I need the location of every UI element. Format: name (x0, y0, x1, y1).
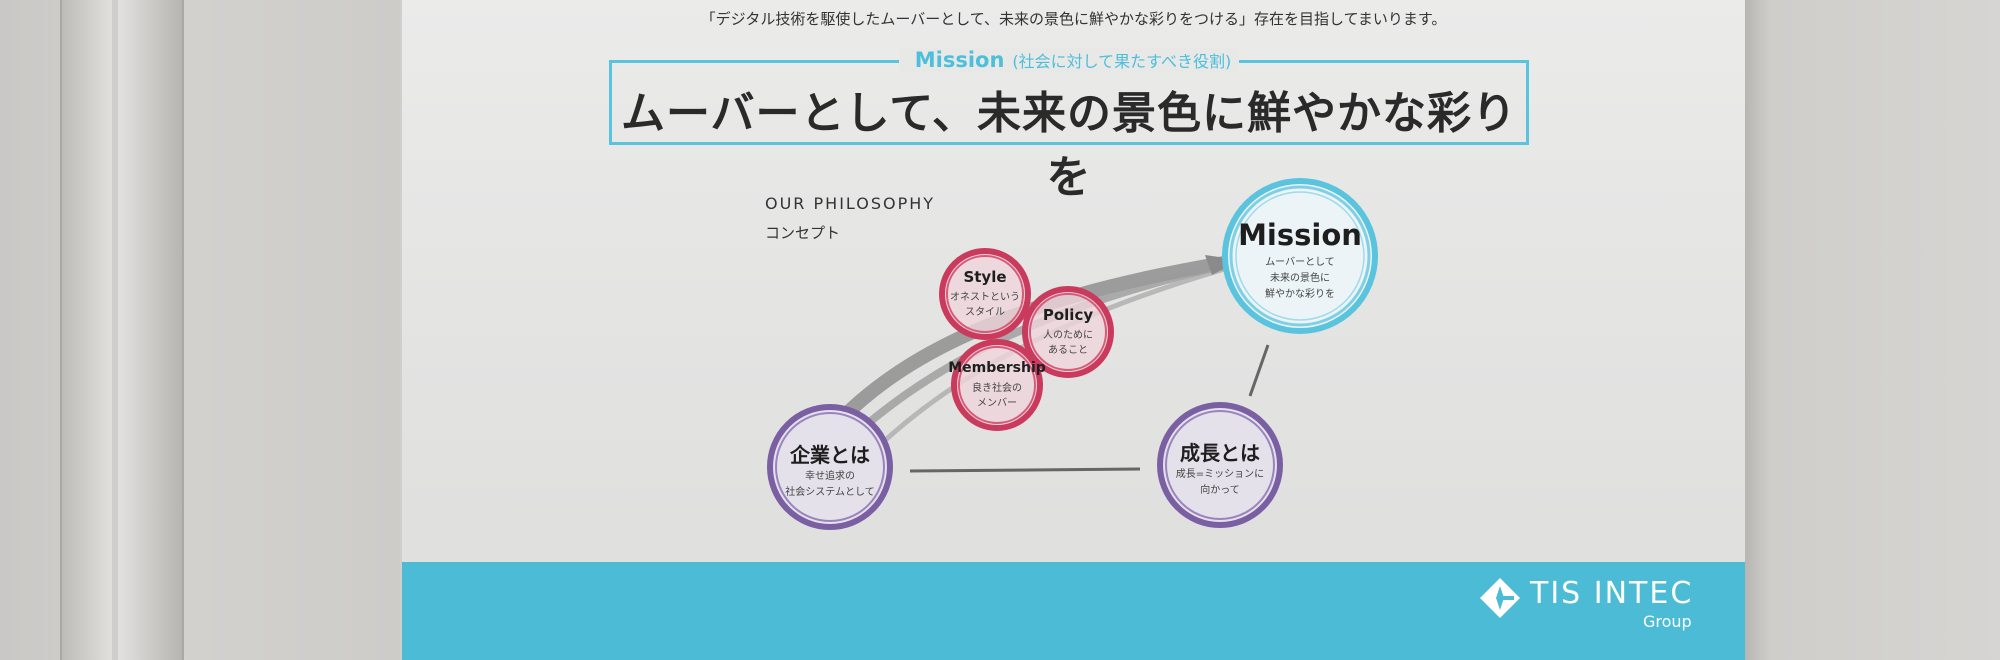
company-line2: 社会システムとして (785, 487, 875, 498)
mission-node-line1: ムーバーとして (1265, 257, 1335, 268)
logo-group: Group (1643, 612, 1692, 631)
growth-line1: 成長=ミッションに (1175, 469, 1265, 480)
membership-line2: メンバー (977, 398, 1017, 409)
company-line1: 幸せ追求の (805, 471, 855, 482)
logo-name: TIS INTEC (1530, 576, 1694, 611)
company-circle (767, 404, 893, 530)
style-title: Style (963, 268, 1007, 286)
mission-node-line2: 未来の景色に (1270, 273, 1330, 284)
membership-line1: 良き社会の (972, 383, 1022, 394)
mission-label: Mission(社会に対して果たすべき役割) (612, 48, 1526, 72)
mission-node-title: Mission (1238, 218, 1362, 252)
company-title: 企業とは (790, 443, 870, 467)
philosophy-title-ja: コンセプト (765, 224, 841, 242)
pillar (60, 0, 184, 660)
connector-growth-mission (1248, 344, 1270, 397)
membership-title: Membership (948, 360, 1046, 376)
mission-label-en: Mission (906, 48, 1013, 72)
growth-title: 成長とは (1180, 441, 1260, 465)
poster-band (402, 562, 1745, 660)
policy-circle (1022, 286, 1114, 378)
logo-mark-icon (1480, 578, 1520, 618)
style-circle (939, 248, 1031, 340)
wall-right (1745, 0, 2000, 660)
policy-line2: あること (1048, 345, 1088, 356)
mission-label-ja: (社会に対して果たすべき役割) (1012, 52, 1232, 71)
policy-title: Policy (1042, 306, 1094, 324)
growth-circle (1157, 402, 1283, 528)
style-line2: スタイル (965, 307, 1005, 318)
style-line1: オネストという (950, 292, 1020, 303)
mission-box: Mission(社会に対して果たすべき役割) ムーバーとして、未来の景色に鮮やか… (609, 48, 1529, 203)
intro-text: 「デジタル技術を駆使したムーバーとして、未来の景色に鮮やかな彩りをつける」存在を… (700, 10, 1447, 28)
growth-line2: 向かって (1200, 485, 1240, 496)
policy-line1: 人のために (1043, 330, 1093, 341)
mission-circle (1222, 178, 1378, 334)
membership-circle (951, 339, 1043, 431)
tis-intec-logo: TIS INTEC Group (1478, 576, 1708, 636)
philosophy-title-en: OUR PHILOSOPHY (765, 194, 936, 213)
mission-statement: ムーバーとして、未来の景色に鮮やかな彩りを (620, 88, 1518, 203)
mission-node-line3: 鮮やかな彩りを (1265, 289, 1335, 300)
connector-company-growth (909, 467, 1141, 473)
